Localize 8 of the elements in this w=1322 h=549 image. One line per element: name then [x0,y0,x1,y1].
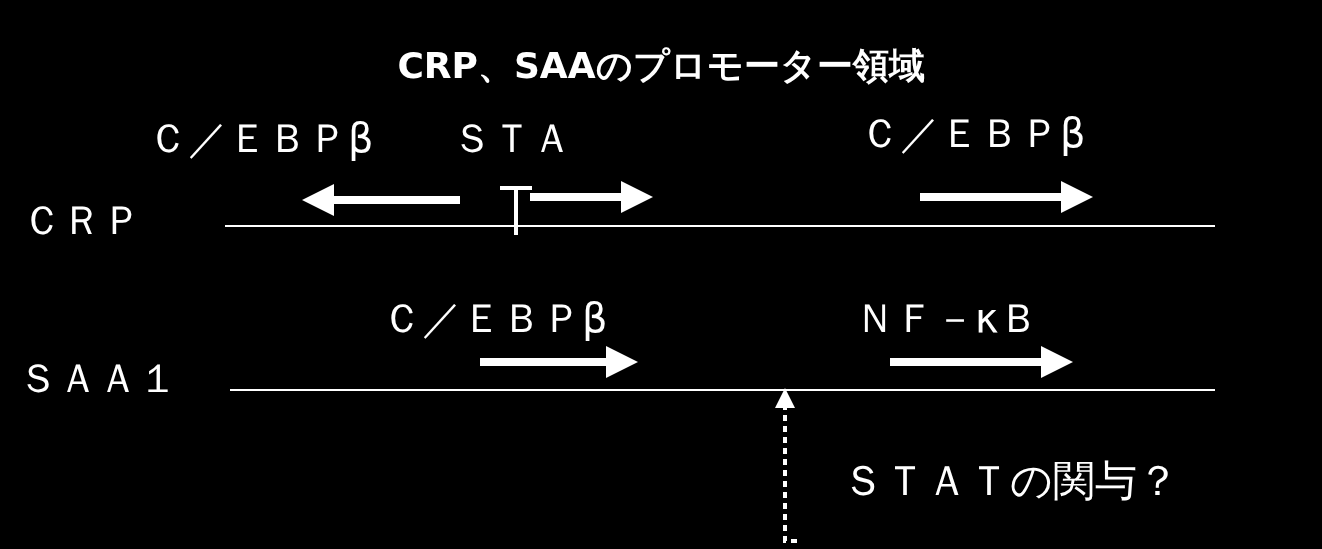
title: CRP、SAAのプロモーター領域 [396,48,926,84]
dotted-arrow [775,388,797,543]
gene-label: ＳＡＡ１ [18,358,178,398]
factor-label: ＳＴＡ [452,118,572,158]
dna-line [230,389,1215,391]
factor-label: ＮＦ－κＢ [855,298,1039,338]
gene-label: ＣＲＰ [22,200,142,240]
note-text: ＳＴＡＴの関与？ [842,456,1179,505]
